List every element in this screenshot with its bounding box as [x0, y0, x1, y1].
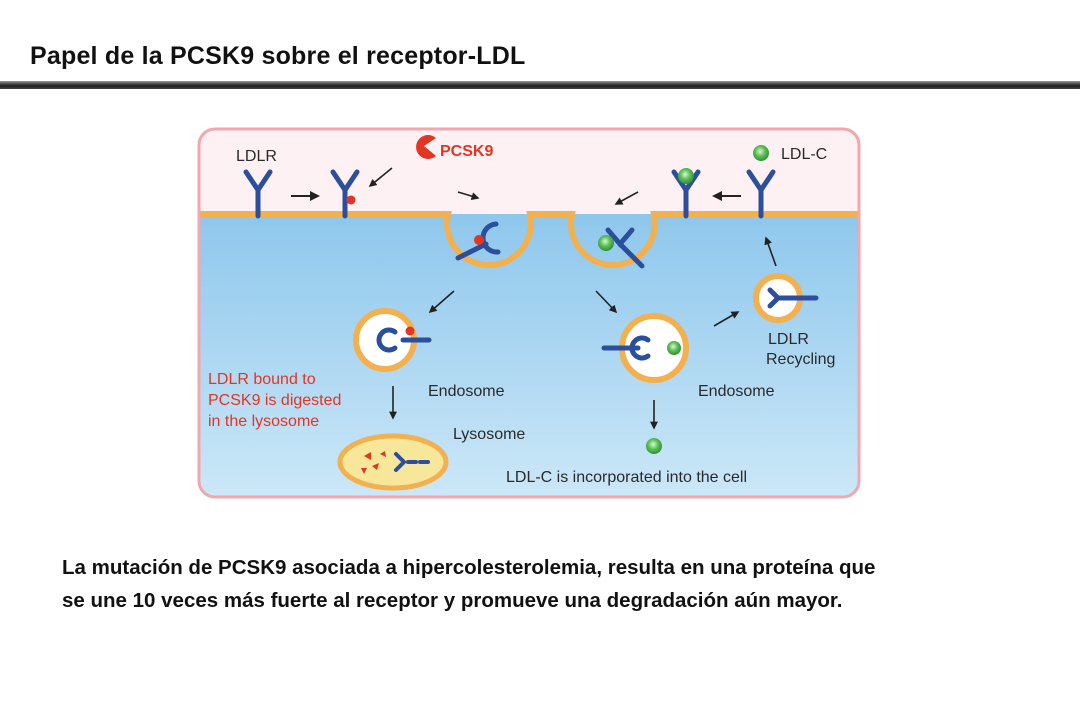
arrow-icon [614, 191, 639, 205]
ldlr-label: LDLR [236, 148, 277, 165]
pcsk9-label: PCSK9 [440, 143, 493, 160]
incorporated-label: LDL-C is incorporated into the cell [506, 469, 747, 486]
pcsk9-protein-icon [416, 135, 436, 159]
endosome-left-label: Endosome [428, 383, 505, 400]
diagram-frame [197, 127, 861, 499]
arrow-icon [368, 167, 393, 188]
endosome-ldlr-ldlc-icon [601, 335, 681, 361]
digested-text-line-2: PCSK9 is digested [208, 392, 341, 409]
recycling-label-line-2: Recycling [766, 351, 835, 368]
arrow-icon [713, 311, 740, 327]
digested-fragments-icon [361, 451, 430, 474]
lysosome [337, 433, 449, 491]
recycling-label-line-1: LDLR [768, 331, 809, 348]
ldlc-label: LDL-C [781, 146, 827, 163]
arrow-icon [595, 290, 618, 314]
ldlr-pcsk9-bound-icon [330, 169, 360, 219]
ldlc-particle-icon [753, 145, 769, 161]
pcsk9-ldlr-diagram: LDLR LDL-C PCSK9 [196, 126, 866, 502]
slide-title: Papel de la PCSK9 sobre el receptor-LDL [30, 42, 526, 70]
ldlr-receptor-icon [746, 169, 776, 219]
internalized-ldlr-pcsk9-icon [455, 221, 501, 261]
extracellular-space [199, 129, 859, 216]
ldlr-receptor-icon [243, 169, 273, 219]
arrow-icon [764, 236, 777, 267]
lysosome-label: Lysosome [453, 426, 525, 443]
diagram-canvas: LDLR LDL-C PCSK9 [197, 127, 861, 499]
arrow-icon [428, 290, 455, 314]
cytoplasm [199, 214, 859, 497]
slide-caption: La mutación de PCSK9 asociada a hipercol… [62, 551, 1042, 617]
internalized-ldlr-ldlc-icon [598, 227, 645, 269]
caption-line-2: se une 10 veces más fuerte al receptor y… [62, 589, 843, 612]
caption-line-1: La mutación de PCSK9 asociada a hipercol… [62, 556, 876, 579]
title-rule [0, 81, 1080, 89]
endosome-right-label: Endosome [698, 383, 775, 400]
released-ldlc-icon [646, 438, 662, 454]
endosome-ldlr-pcsk9-icon [376, 326, 432, 353]
ldlr-ldlc-bound-icon [671, 168, 701, 219]
recycling-ldlr-icon [767, 287, 819, 309]
arrow-icon [457, 191, 480, 200]
digested-text-line-1: LDLR bound to [208, 371, 316, 388]
digested-text-line-3: in the lysosome [208, 413, 319, 430]
